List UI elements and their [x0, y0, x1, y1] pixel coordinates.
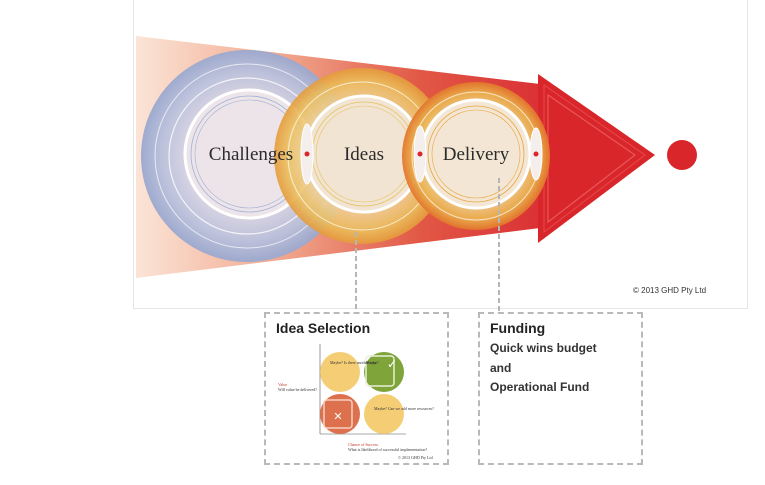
quadrant-bottom-left [320, 394, 360, 434]
idea-selection-matrix: ✓ ✕ Maybe? Is there another way Maybe? M… [278, 344, 434, 460]
connector-challenges-ideas [300, 123, 314, 185]
quadrant-bottom-left-frame [323, 399, 353, 429]
check-icon: ✓ [387, 357, 397, 371]
stage-label-delivery: Delivery [443, 144, 510, 165]
quadrant-top-right-label: Maybe? [366, 360, 379, 365]
funding-line-1: Quick wins budget [490, 341, 597, 355]
value-axis-sub: Will value be delivered? [278, 387, 317, 392]
idea-selection-title: Idea Selection [276, 320, 371, 336]
connector-ideas-delivery [413, 125, 427, 183]
cross-icon: ✕ [333, 410, 342, 423]
funding-line-2: and [490, 361, 512, 375]
target-dot [667, 140, 697, 170]
value-axis-label: Value [278, 382, 287, 387]
quadrant-bottom-right-label: Maybe? Can we add more resources? [374, 406, 434, 411]
matrix-footer: © 2013 GHD Pty Ltd [398, 455, 433, 460]
quadrant-bottom-right [364, 394, 404, 434]
connector-delivery-arrow [529, 127, 543, 181]
idea-selection-box: ✓ ✕ Maybe? Is there another way Maybe? M… [264, 312, 449, 465]
delivery-circle [402, 82, 550, 230]
ideas-circle [274, 68, 450, 244]
funding-box: Funding Quick wins budget and Operationa… [478, 312, 643, 465]
chance-axis-sub: What is likelihood of successful impleme… [348, 447, 427, 452]
copyright-text: © 2013 GHD Pty Ltd [633, 286, 707, 295]
quadrant-top-left [320, 352, 360, 392]
funding-title: Funding [490, 320, 546, 336]
chance-axis-label: Chance of Success [348, 442, 378, 447]
stage-label-ideas: Ideas [344, 144, 384, 165]
arrow-head [538, 74, 655, 243]
funding-line-3: Operational Fund [490, 380, 590, 394]
stage-label-challenges: Challenges [209, 144, 293, 165]
quadrant-top-left-label: Maybe? Is there another way [330, 360, 376, 365]
quadrant-top-right-frame [365, 355, 395, 387]
